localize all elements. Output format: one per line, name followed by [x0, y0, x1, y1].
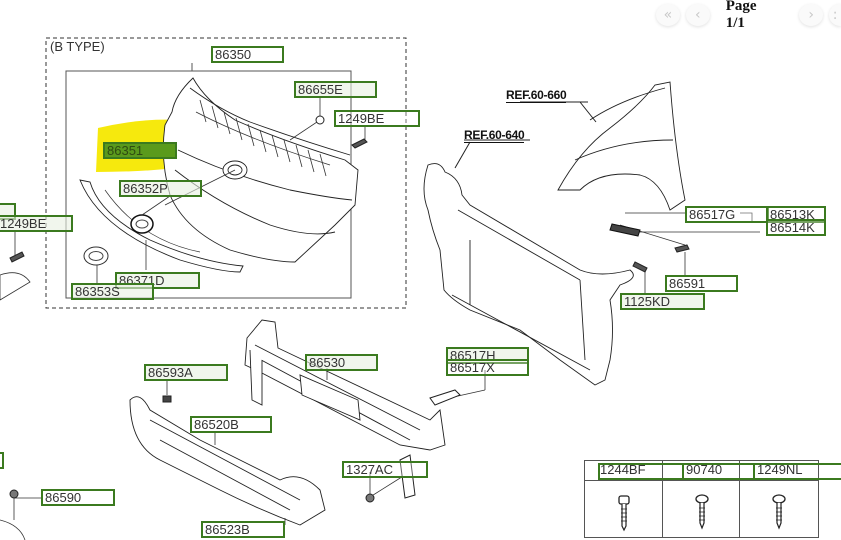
screw-86591-drawing	[674, 244, 690, 253]
carrier-drawing	[423, 163, 634, 386]
nut-1327ac-drawing	[365, 493, 375, 503]
chevron-left-icon: ‹	[695, 7, 701, 23]
part-label-86517g[interactable]: 86517G	[685, 206, 769, 223]
bracket-86517x-drawing	[429, 389, 461, 406]
part-label-86350[interactable]: 86350	[211, 46, 284, 63]
part-label-1327ac[interactable]: 1327AC	[342, 461, 428, 478]
part-label-1249be[interactable]: 1249BE	[334, 110, 420, 127]
bracket-86513k-drawing	[609, 223, 641, 237]
part-label-86591[interactable]: 86591	[665, 275, 738, 292]
clip-86590-drawing	[9, 489, 19, 499]
part-label-90740[interactable]: 90740	[682, 463, 737, 480]
molding-strip-drawing	[79, 179, 244, 273]
chevron-right-icon: ›	[808, 7, 814, 23]
hardware-header-row	[598, 463, 841, 480]
part-label-86530[interactable]: 86530	[305, 354, 378, 371]
rear-emblem-drawing	[83, 246, 109, 266]
energy-absorber-drawing	[129, 396, 326, 526]
double-chevron-right-icon: :	[832, 7, 838, 23]
part-label-86513k[interactable]: 86513K	[766, 206, 826, 223]
tapping-screw-icon	[695, 494, 709, 530]
part-label-86351[interactable]: 86351	[103, 142, 177, 159]
radiator-grille-drawing	[162, 77, 359, 263]
part-label-offscreen-left[interactable]	[0, 452, 4, 469]
tapping-screw-icon	[772, 494, 786, 530]
part-label-1244bf[interactable]: 1244BF	[600, 463, 646, 477]
part-label-86517x[interactable]: 86517X	[446, 359, 529, 376]
next-page-button[interactable]: ›	[799, 4, 824, 26]
part-label-86353s[interactable]: 86353S	[71, 283, 154, 300]
page-indicator: Page 1/1	[725, 0, 757, 31]
hardware-cell-90740	[662, 461, 741, 537]
screw-1249be-drawing	[351, 138, 368, 149]
part-label-86590[interactable]: 86590	[41, 489, 115, 506]
part-label-1249be-left[interactable]: 1249BE	[0, 215, 73, 232]
part-label-86655e[interactable]: 86655E	[294, 81, 377, 98]
part-label-86514k[interactable]: 86514K	[766, 219, 826, 236]
part-label-1249nl[interactable]: 1249NL	[753, 463, 823, 480]
hardware-cell-1249nl	[740, 461, 818, 537]
pager: « ‹ Page 1/1 › :	[656, 0, 841, 31]
part-label-1125kd[interactable]: 1125KD	[620, 293, 705, 310]
part-label-86523b[interactable]: 86523B	[201, 521, 285, 538]
clip-86593a-drawing	[162, 395, 172, 403]
bumper-beam-drawing	[244, 319, 446, 451]
first-page-button[interactable]: «	[656, 4, 680, 26]
part-label-86352p[interactable]: 86352P	[119, 180, 202, 197]
clip-86655e-drawing	[315, 115, 325, 125]
prev-page-button[interactable]: ‹	[685, 4, 710, 26]
last-page-button[interactable]: :	[829, 4, 841, 26]
ref-60-640-link[interactable]: REF.60-640	[464, 128, 525, 143]
part-label-86520b[interactable]: 86520B	[190, 416, 272, 433]
fender-drawing	[557, 81, 686, 211]
double-chevron-left-icon: «	[663, 7, 673, 23]
part-label-86593a[interactable]: 86593A	[144, 364, 228, 381]
b-type-group-title: (B TYPE)	[50, 39, 105, 54]
ref-60-660-link[interactable]: REF.60-660	[506, 88, 567, 103]
bolt-1125kd-drawing	[632, 261, 648, 273]
hardware-cell-1244bf	[585, 461, 663, 537]
hardware-table	[584, 460, 819, 538]
front-emblem-drawing	[130, 214, 154, 234]
flange-bolt-icon	[618, 495, 630, 532]
